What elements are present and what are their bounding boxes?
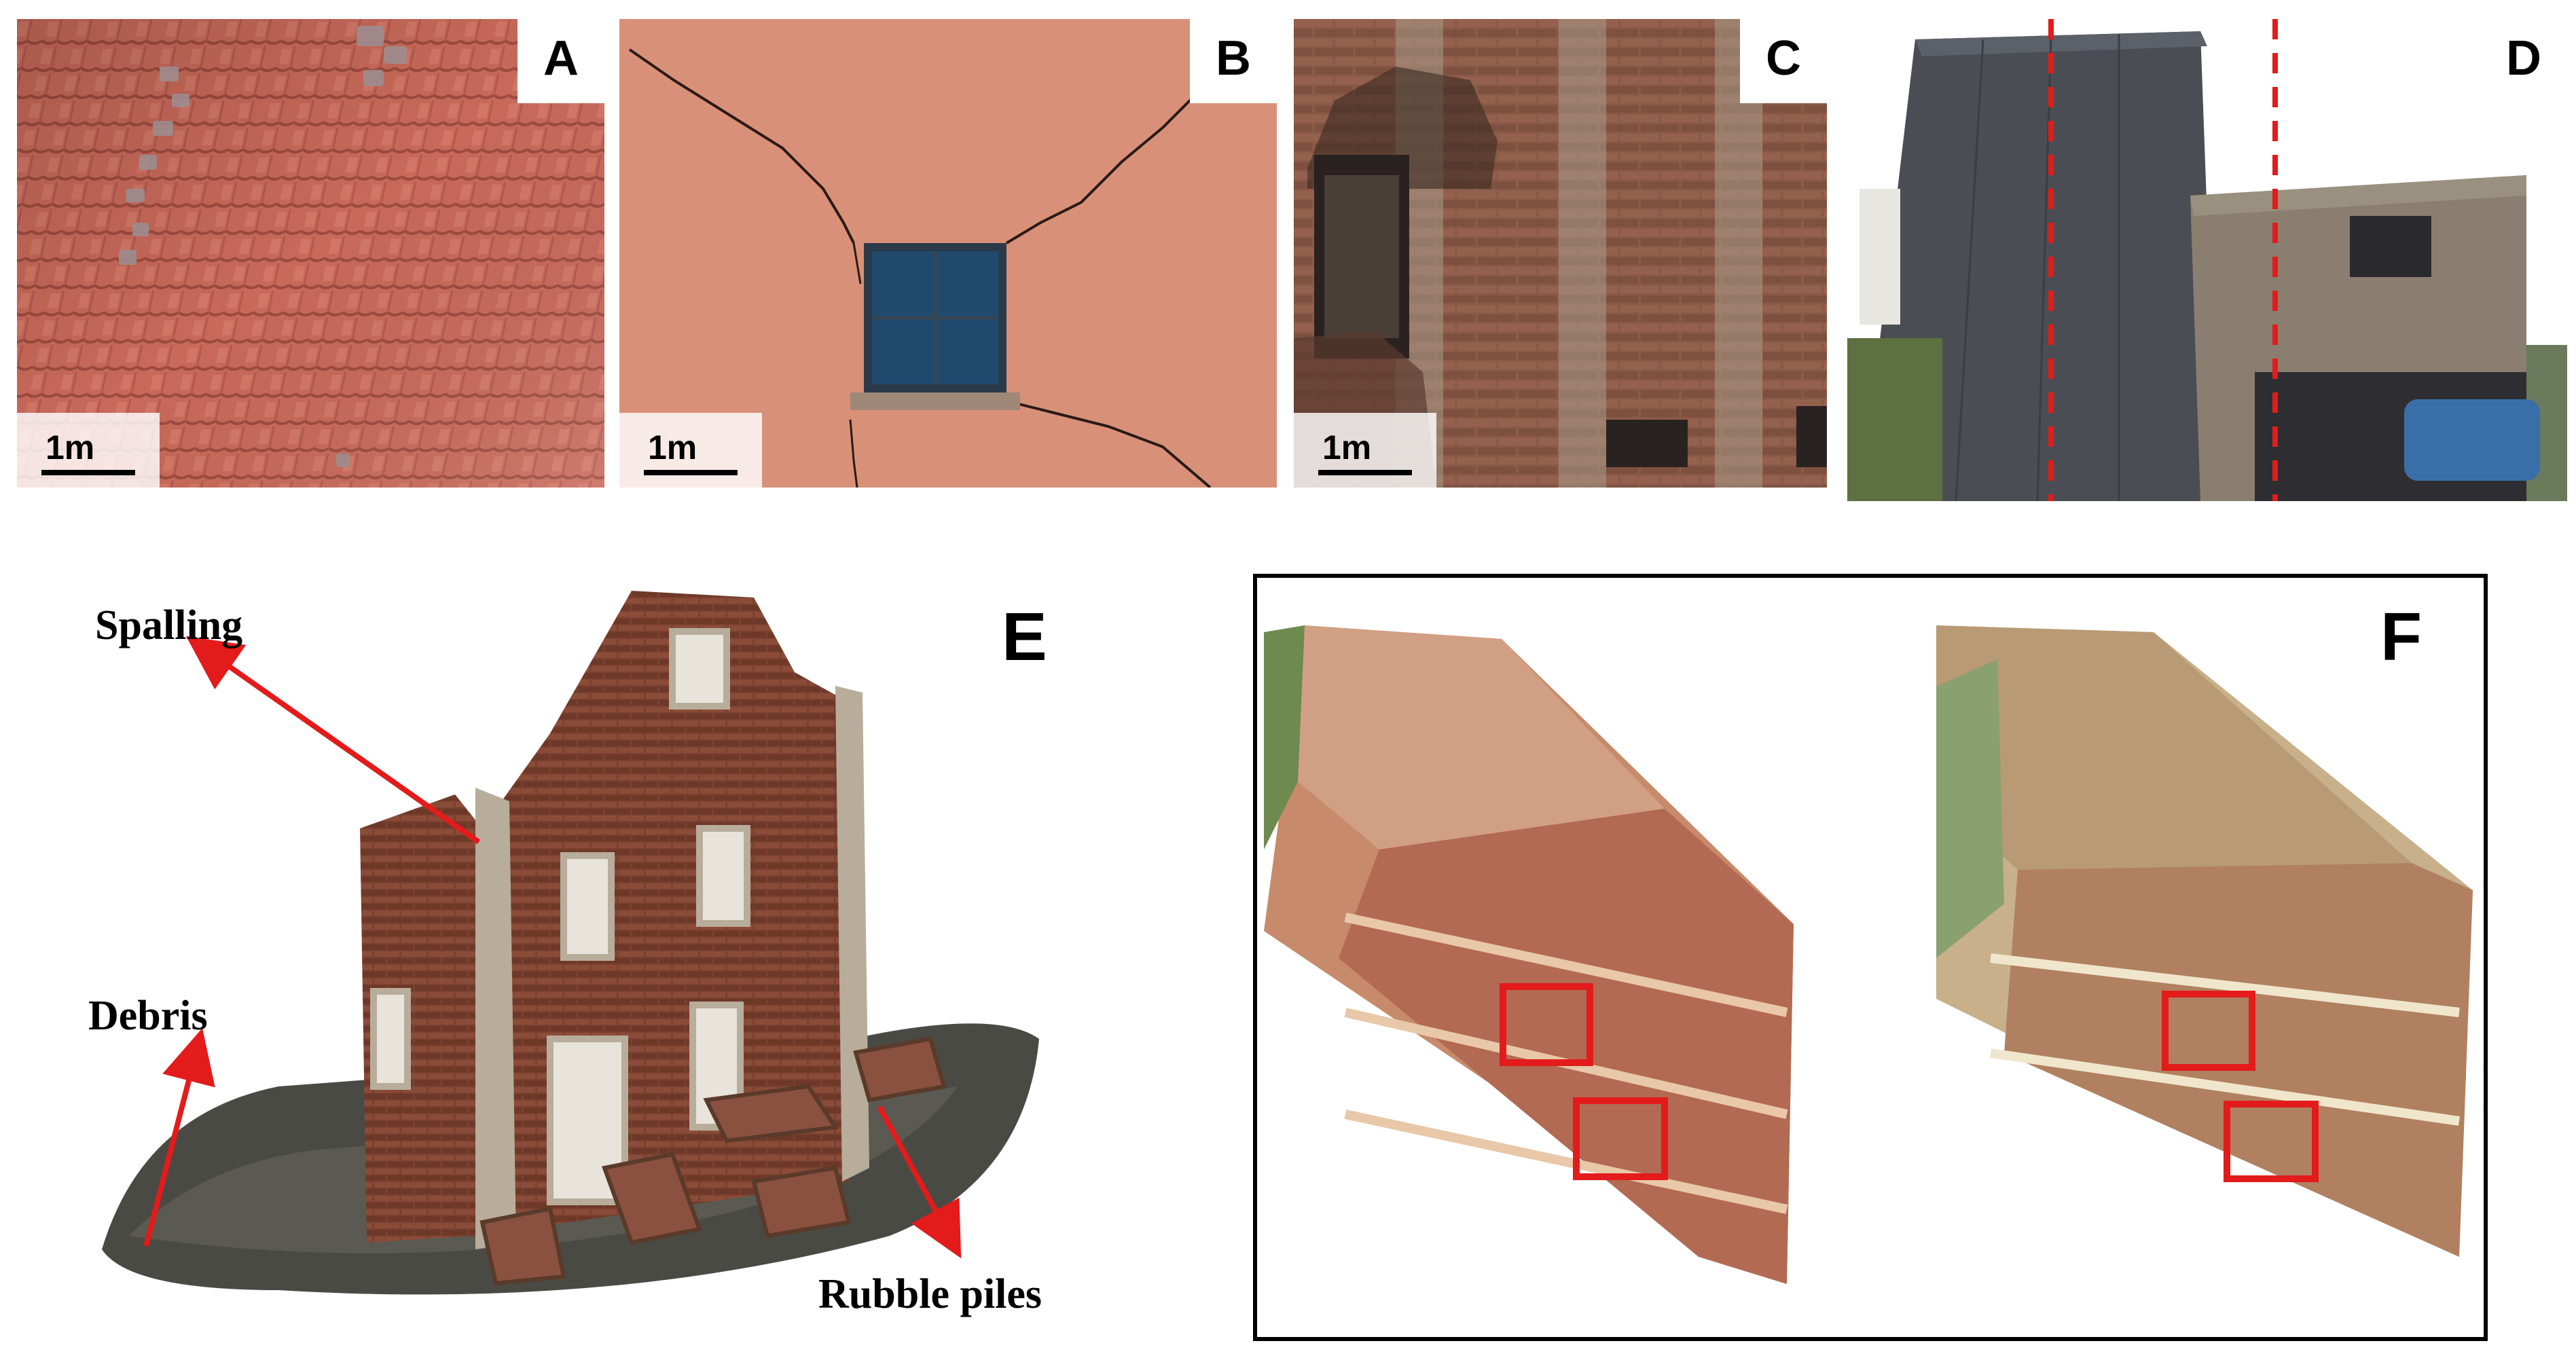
scale-bar-c: 1m — [1294, 413, 1436, 488]
panel-label-c: C — [1740, 19, 1827, 103]
scale-bar-line — [644, 470, 738, 475]
panel-label-e: E — [1002, 599, 1047, 675]
scale-bar-label: 1m — [1322, 428, 1372, 466]
ruined-building-image — [102, 591, 1039, 1295]
scale-bar-label: 1m — [46, 428, 95, 466]
cracked-wall-image — [619, 19, 1277, 488]
panel-d-tilted-buildings: D — [1847, 19, 2567, 501]
scale-bar-line — [1318, 470, 1412, 475]
tilted-buildings-image — [1847, 19, 2567, 501]
annotation-spalling: Spalling — [95, 602, 243, 648]
panel-f-aerial-views — [1253, 574, 2488, 1341]
panel-c-brick-wall: C 1m — [1294, 19, 1827, 488]
panel-label-f: F — [2380, 599, 2423, 675]
panel-label-b: B — [1190, 19, 1277, 103]
scale-bar-label: 1m — [648, 428, 697, 466]
brick-wall-image — [1294, 19, 1827, 488]
scale-bar-a: 1m — [17, 413, 160, 488]
panel-label-a: A — [518, 19, 604, 103]
annotation-rubble-piles: Rubble piles — [818, 1271, 1042, 1317]
annotation-debris: Debris — [88, 993, 208, 1039]
panel-e-ruined-building — [75, 570, 1107, 1351]
roof-tiles-image — [17, 19, 604, 488]
aerial-views-image — [1264, 625, 2473, 1284]
scale-bar-b: 1m — [619, 413, 762, 488]
panel-b-cracked-wall: B 1m — [619, 19, 1277, 488]
scale-bar-line — [41, 470, 135, 475]
panel-a-roof-tiles: A 1m — [17, 19, 604, 488]
panel-label-d: D — [2480, 19, 2567, 103]
